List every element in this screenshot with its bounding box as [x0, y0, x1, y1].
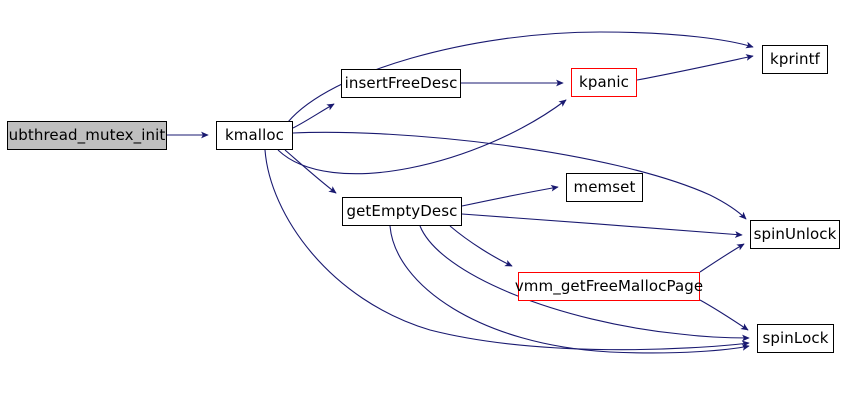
- node-memset[interactable]: memset: [566, 173, 643, 202]
- edge-kmalloc-to-insertFreeDesc: [292, 103, 335, 129]
- edge-getEmptyDesc-to-vmm_getFreeMallocPage: [449, 225, 513, 267]
- edge-getEmptyDesc-to-memset: [461, 184, 559, 207]
- node-insertFreeDesc[interactable]: insertFreeDesc: [341, 69, 461, 98]
- node-ubthread_mutex_init: ubthread_mutex_init: [7, 121, 167, 150]
- node-vmm_getFreeMallocPage[interactable]: vmm_getFreeMallocPage: [515, 272, 703, 301]
- node-label: insertFreeDesc: [344, 74, 458, 92]
- edge-group: [167, 31, 754, 354]
- node-label: kprintf: [770, 50, 820, 68]
- node-spinUnlock[interactable]: spinUnlock: [750, 220, 840, 249]
- edge-kpanic-to-kprintf: [636, 54, 754, 81]
- edge-getEmptyDesc-to-spinUnlock: [461, 213, 743, 238]
- node-getEmptyDesc[interactable]: getEmptyDesc: [342, 197, 462, 226]
- node-label: vmm_getFreeMallocPage: [514, 277, 704, 295]
- edge-getEmptyDesc-to-spinLock-2: [389, 225, 750, 354]
- edge-kmalloc-to-kprintf: [287, 31, 754, 123]
- node-label: getEmptyDesc: [346, 202, 458, 220]
- edge-kmalloc-to-spinUnlock: [292, 131, 747, 220]
- node-label: ubthread_mutex_init: [8, 126, 166, 144]
- edge-kmalloc-to-spinLock: [264, 149, 750, 351]
- edge-getEmptyDesc-to-spinLock: [419, 225, 750, 342]
- node-kmalloc[interactable]: kmalloc: [216, 121, 293, 150]
- node-label: spinLock: [762, 329, 829, 347]
- node-spinLock[interactable]: spinLock: [757, 324, 834, 353]
- node-kprintf[interactable]: kprintf: [762, 45, 828, 74]
- edge-vmm_getFreeMallocPage-to-spinUnlock: [699, 243, 745, 273]
- node-label: spinUnlock: [753, 225, 837, 243]
- node-kpanic[interactable]: kpanic: [571, 68, 637, 97]
- node-label: kpanic: [579, 73, 629, 91]
- edge-kmalloc-to-kpanic: [277, 99, 567, 175]
- node-label: kmalloc: [225, 126, 284, 144]
- edge-kmalloc-to-getEmptyDesc: [284, 149, 337, 194]
- edge-vmm_getFreeMallocPage-to-spinLock: [699, 299, 749, 331]
- node-label: memset: [573, 178, 636, 196]
